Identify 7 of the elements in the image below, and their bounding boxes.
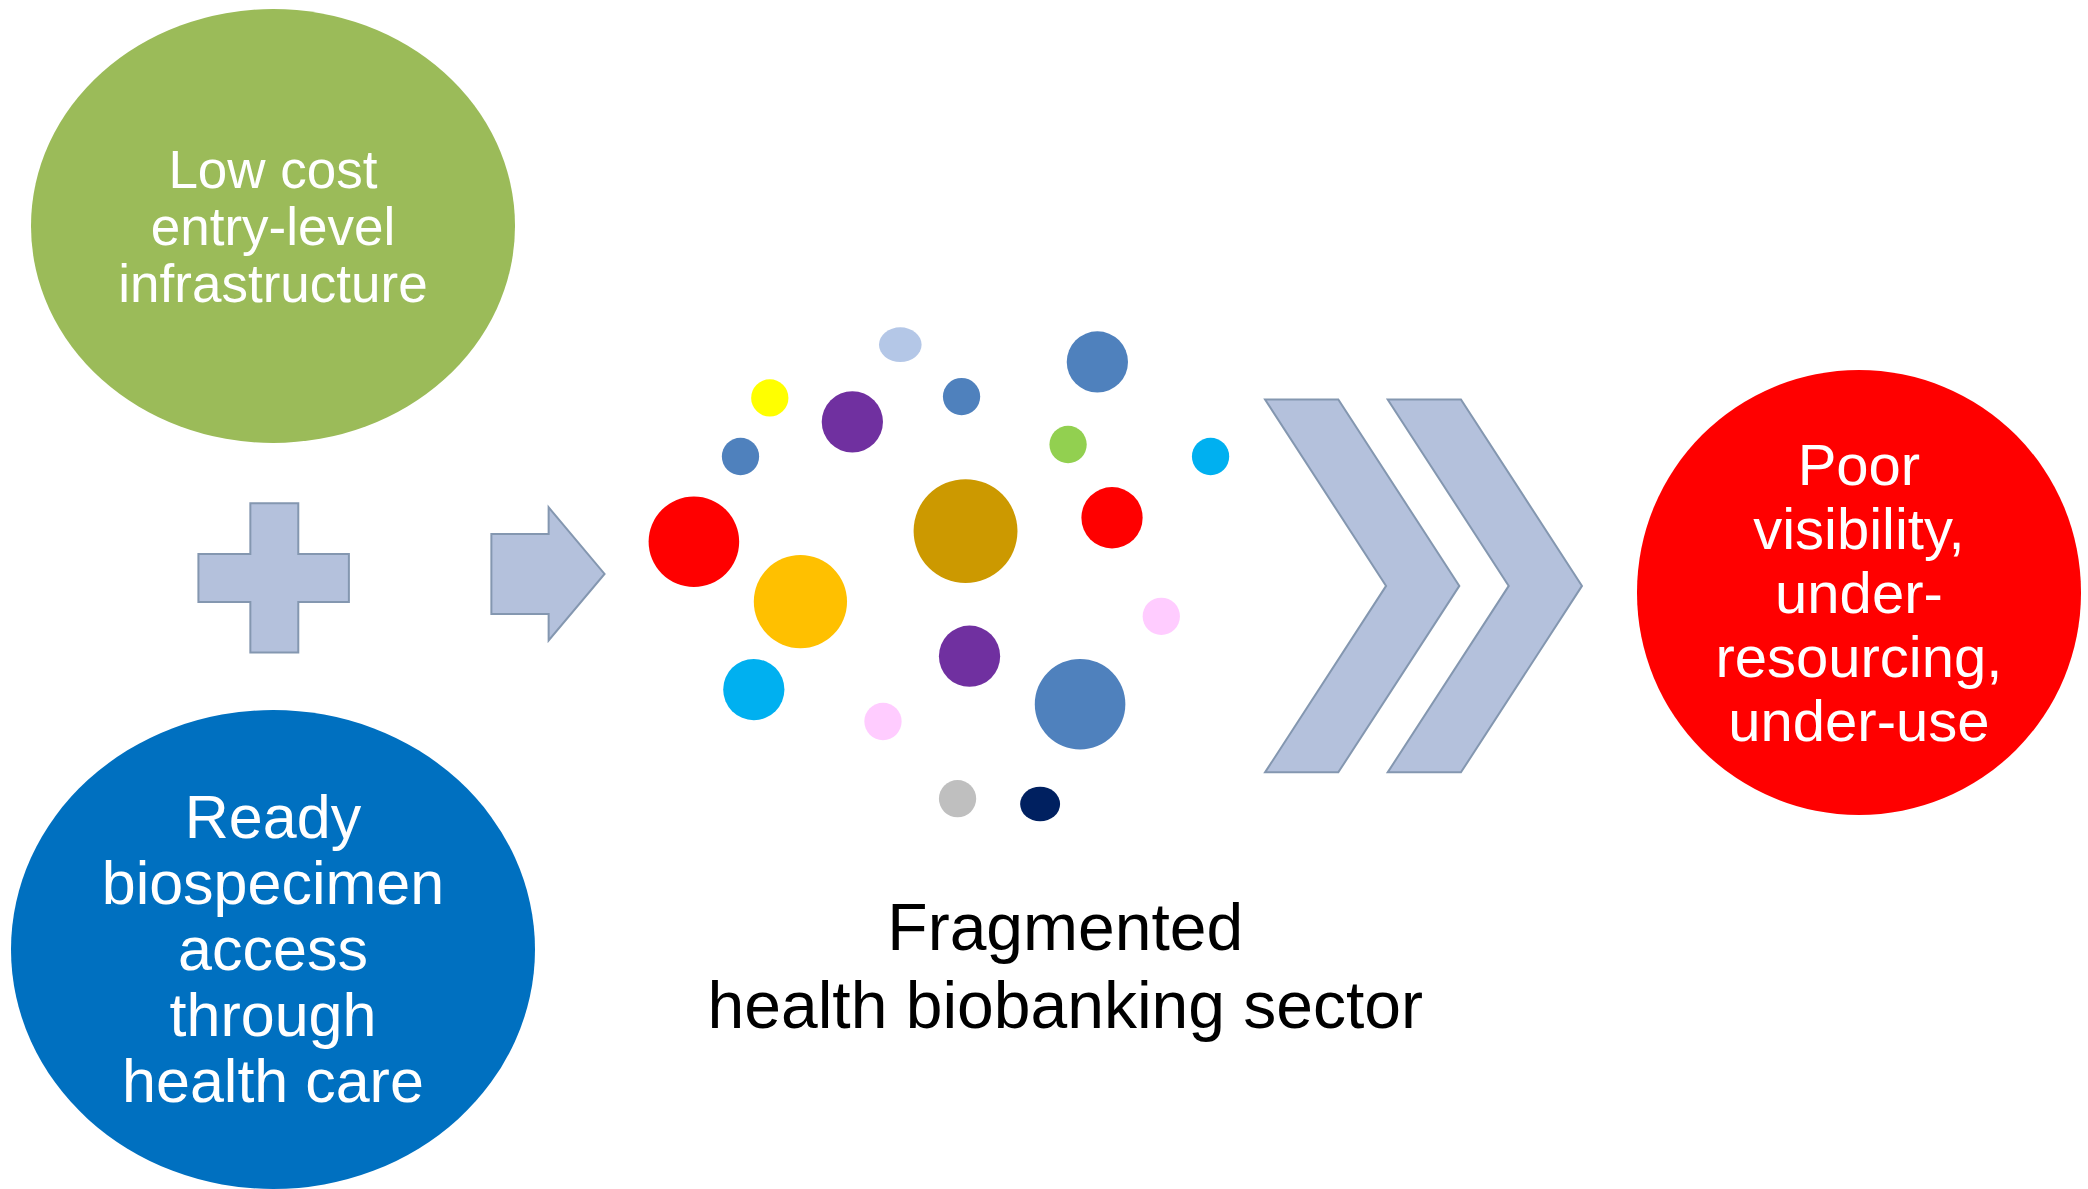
node-label: Poor visibility, under-resourcing, under-use bbox=[1714, 432, 2004, 753]
chevron-arrow bbox=[1263, 398, 1584, 774]
caption-text: health biobanking sector bbox=[706, 967, 1425, 1045]
node-label: Ready biospecimen access through health care bbox=[100, 784, 446, 1115]
node-label: Low cost entry-level infrastructure bbox=[117, 140, 429, 312]
block-arrow bbox=[490, 504, 606, 644]
caption-text: Fragmented bbox=[886, 889, 1245, 967]
